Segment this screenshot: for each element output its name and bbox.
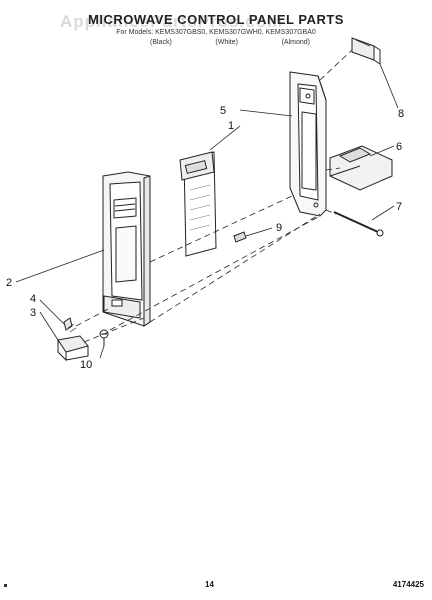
page-number: 14	[205, 580, 214, 589]
circuit-board	[179, 151, 217, 257]
screw-part	[99, 329, 109, 346]
bracket-part	[351, 37, 381, 65]
model-list: For Models: KEMS307GBS0, KEMS307GWH0, KE…	[116, 29, 316, 36]
callout-9: 9	[276, 222, 282, 234]
callout-5: 5	[220, 105, 226, 117]
callout-10: 10	[80, 359, 92, 371]
push-button	[57, 335, 89, 362]
color-labels: (Black) (White) (Almond)	[150, 39, 310, 46]
callout-7: 7	[396, 201, 402, 213]
assembly-lines	[75, 49, 353, 343]
callout-2: 2	[6, 277, 12, 289]
spring-part	[63, 317, 77, 333]
color-label-almond: (Almond)	[281, 39, 310, 46]
diagram-title: MICROWAVE CONTROL PANEL PARTS	[88, 12, 344, 27]
color-label-black: (Black)	[150, 39, 172, 46]
mounting-frame	[289, 71, 327, 217]
control-panel-front	[102, 171, 151, 327]
leader-lines	[15, 63, 399, 359]
corner-mark	[4, 584, 7, 587]
callout-4: 4	[30, 293, 36, 305]
callout-6: 6	[396, 141, 402, 153]
callout-3: 3	[30, 307, 36, 319]
screw-rod	[333, 211, 384, 237]
switch-assembly	[329, 145, 393, 191]
watermark: AppliancePartsPros.com	[60, 12, 284, 31]
callout-1: 1	[228, 120, 234, 132]
clip-part	[233, 231, 247, 243]
callout-8: 8	[398, 108, 404, 120]
color-label-white: (White)	[215, 39, 238, 46]
document-number: 4174425	[392, 580, 424, 589]
